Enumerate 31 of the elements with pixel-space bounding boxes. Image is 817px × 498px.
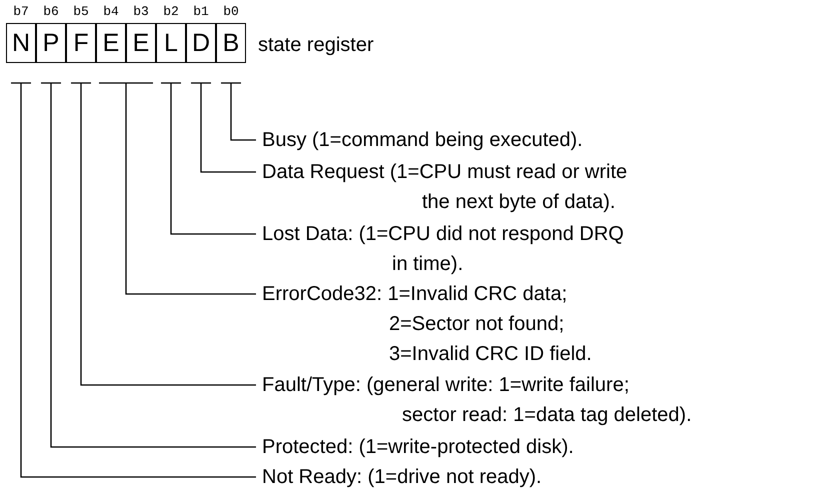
bit-description: ErrorCode32: 1=Invalid CRC data; 2=Sector not found; 3=Invalid CRC ID field. bbox=[262, 279, 592, 369]
bit-number: b3 bbox=[132, 5, 150, 19]
leader-line bbox=[71, 82, 256, 386]
leader-line bbox=[41, 82, 256, 448]
leader-line bbox=[221, 82, 256, 141]
bit-number: b1 bbox=[192, 5, 210, 19]
bit-number: b2 bbox=[162, 5, 180, 19]
bit-number: b6 bbox=[42, 5, 60, 19]
bit-description: Data Request (1=CPU must read or write the next byte of data). bbox=[262, 157, 628, 217]
register-bit-cell: E bbox=[126, 23, 156, 63]
bit-description: Protected: (1=write-protected disk). bbox=[262, 432, 574, 462]
bit-description: Fault/Type: (general write: 1=write failure; sector read: 1=data tag deleted). bbox=[262, 370, 692, 430]
bit-description: Not Ready: (1=drive not ready). bbox=[262, 462, 542, 492]
register-bit-cell: F bbox=[66, 23, 96, 63]
register-bit-cell: D bbox=[186, 23, 216, 63]
register-bit-cell: E bbox=[96, 23, 126, 63]
register-bit-cell: P bbox=[36, 23, 66, 63]
register-bit-cell: L bbox=[156, 23, 186, 63]
register-bit-cell: B bbox=[216, 23, 246, 63]
leader-line bbox=[191, 82, 256, 173]
leader-line bbox=[11, 82, 256, 478]
bit-number: b4 bbox=[102, 5, 120, 19]
leader-line bbox=[161, 82, 256, 235]
bit-description: Busy (1=command being executed). bbox=[262, 125, 583, 155]
bit-number: b5 bbox=[72, 5, 90, 19]
bit-number: b0 bbox=[222, 5, 240, 19]
bit-number: b7 bbox=[12, 5, 30, 19]
leader-line bbox=[99, 82, 256, 295]
bit-description: Lost Data: (1=CPU did not respond DRQ in time). bbox=[262, 219, 624, 279]
register-bit-cell: N bbox=[6, 23, 36, 63]
register-name: state register bbox=[258, 33, 374, 58]
